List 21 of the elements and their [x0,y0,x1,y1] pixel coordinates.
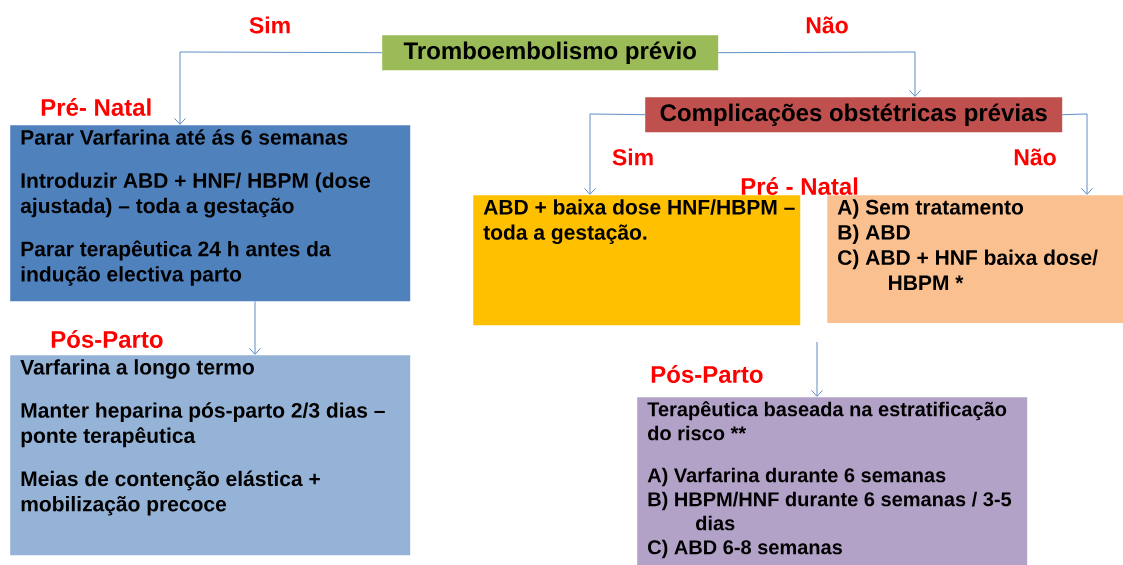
section-heading: Pré- Natal [41,98,151,116]
decision-box: Tromboembolismo prévio [382,35,719,71]
process-box: Parar Varfarina até ás 6 semanas Introduzir ABD + HNF/ HBPM (dose ajustada) – toda a gestação Parar terapêutica 24 h antes da indução electiva parto [10,125,411,302]
process-box: ABD + baixa dose HNF/HBPM – toda a gestação. [473,195,801,326]
arrow [174,51,383,125]
process-box: Varfarina a longo termo Manter heparina pós-parto 2/3 dias – ponte terapêutica Meias de contenção elástica + mobilização precoce [10,355,411,556]
arrow [1061,113,1093,195]
arrow [811,341,823,397]
process-box: A) Sem tratamento B) ABD C) ABD + HNF baixa dose/ HBPM * [827,195,1123,324]
section-heading: Pré - Natal [741,177,858,195]
edge-label: Não [1012,147,1058,167]
arrow [584,113,646,195]
section-heading: Pós-Parto [51,330,163,348]
process-box: Terapêutica baseada na estratificação do risco ** A) Varfarina durante 6 semanas B) HBPM/HNF durante 6 semanas / 3-5 dias C) ABD 6-8 semanas [637,397,1028,565]
decision-box: Complicações obstétricas prévias [645,97,1063,133]
section-heading: Pós-Parto [651,365,763,383]
edge-label: Sim [247,15,293,35]
arrow [249,300,261,355]
edge-label: Sim [610,147,656,167]
arrow [717,51,921,97]
edge-label: Não [804,15,850,35]
